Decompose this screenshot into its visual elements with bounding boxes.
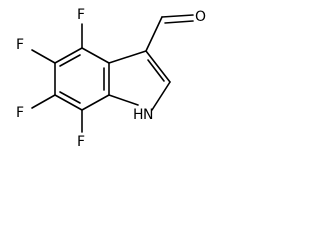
atom-h-n1: H	[133, 107, 144, 123]
atom-f-c5: F	[16, 37, 24, 53]
bond-c7-c7a	[81, 94, 110, 111]
bond-c4-c5-inner	[59, 54, 81, 67]
atom-o: O	[195, 9, 206, 25]
bond-c3a-c3	[108, 50, 147, 64]
bond-c2-n1	[151, 81, 171, 111]
bond-c6-c7-inner	[59, 91, 81, 104]
atom-f-c6: F	[16, 105, 24, 121]
bonds	[31, 14, 194, 133]
atom-n1: N	[143, 107, 153, 123]
bond-c3-c2-inner	[147, 59, 165, 82]
bond-cho-o	[161, 14, 194, 18]
bond-c3-cho	[145, 16, 163, 52]
molecule-structure: F F F F O H N	[16, 7, 206, 150]
atom-labels: F F F F O H N	[16, 7, 206, 150]
bond-cho-o-inner	[164, 20, 194, 24]
bond-n1-c7a	[108, 94, 139, 106]
atom-f-c4: F	[77, 7, 85, 23]
bond-c6-c7	[54, 94, 83, 111]
bond-c5-f	[31, 49, 56, 64]
bond-c3-c2	[145, 50, 171, 83]
bond-c4-c5	[54, 47, 83, 64]
atom-f-c7: F	[77, 134, 85, 150]
bond-c3a-c4	[81, 47, 110, 64]
bond-c6-f	[31, 94, 56, 109]
